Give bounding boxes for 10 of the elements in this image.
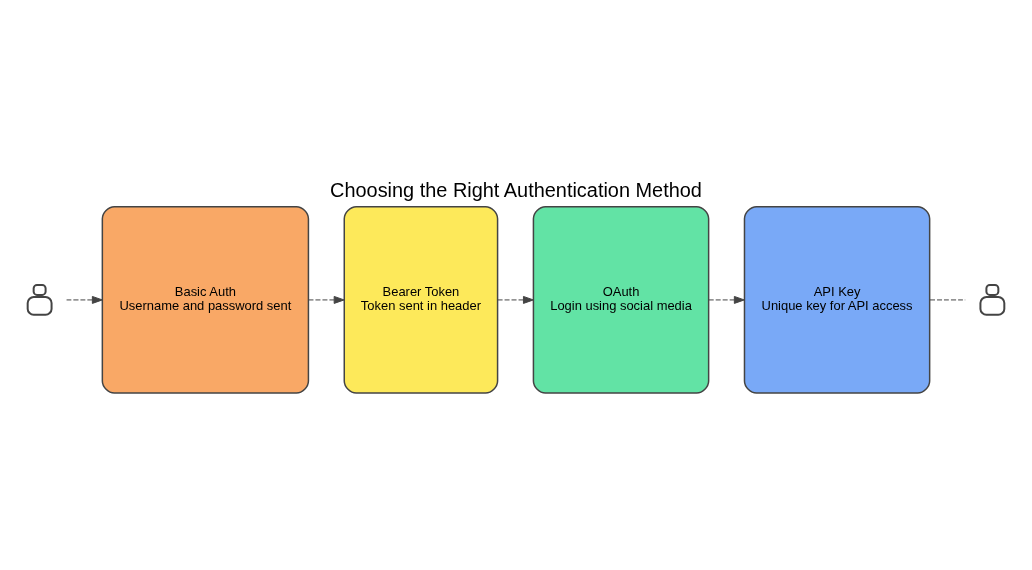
node-box: Basic Auth Username and password sent (101, 206, 310, 394)
node-box: API Key Unique key for API access (743, 206, 931, 394)
arrow (497, 295, 534, 304)
diagram-title: Choosing the Right Authentication Method (330, 178, 702, 201)
arrow (307, 295, 345, 304)
node-box: Bearer Token Token sent in header (343, 206, 499, 394)
node-box: OAuth Login using social media (532, 206, 710, 394)
connector (929, 299, 966, 301)
arrow (66, 295, 103, 304)
arrow (708, 295, 745, 304)
